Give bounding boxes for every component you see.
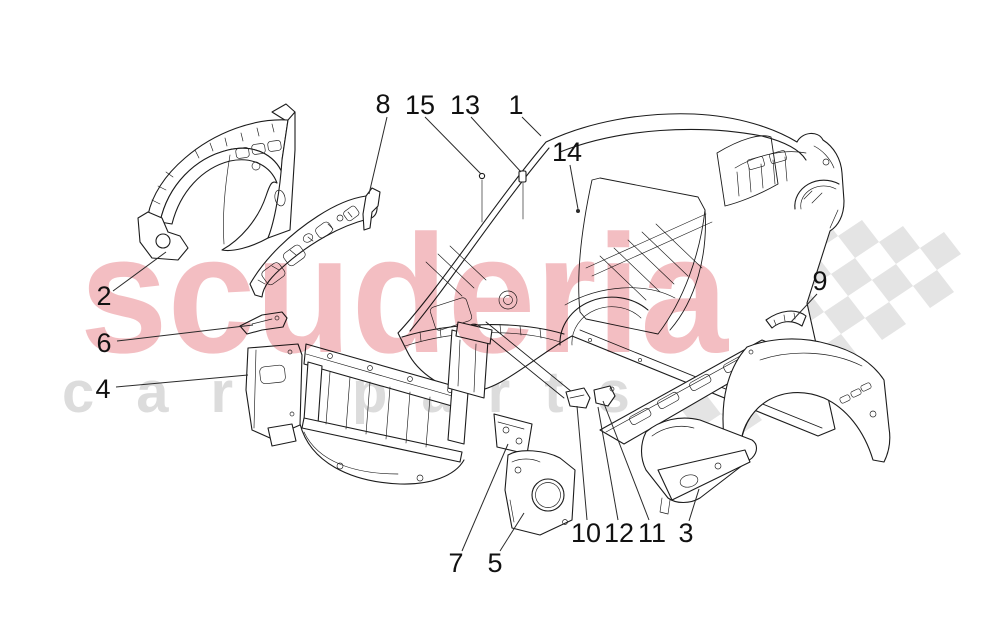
callout-14: 14 — [552, 137, 582, 167]
part-bodyshell — [397, 113, 845, 437]
part-front-wheelhouse — [137, 103, 296, 261]
callout-5: 5 — [487, 548, 502, 578]
callout-4: 4 — [95, 374, 110, 404]
callout-15: 15 — [405, 90, 435, 120]
watermark-brand-text: scuderia — [80, 200, 729, 388]
callout-12: 12 — [604, 518, 634, 548]
callout-2: 2 — [96, 281, 111, 311]
checkered-flag-cell — [913, 270, 954, 308]
checkered-flag-cell — [872, 264, 913, 302]
watermark-word-car: car — [62, 360, 275, 425]
checkered-flag-cell — [831, 258, 872, 296]
checkered-flag-cell — [879, 226, 920, 264]
checkered-flag-cell — [920, 232, 961, 270]
part-shelf-panel — [249, 187, 381, 298]
leader-lines — [112, 116, 818, 552]
callout-layer: 1 2 3 4 5 6 7 8 9 10 11 12 13 14 15 — [95, 89, 827, 578]
callout-8: 8 — [375, 89, 390, 119]
callout-10: 10 — [571, 518, 601, 548]
callout-3: 3 — [678, 518, 693, 548]
part-bracket-6 — [239, 311, 288, 335]
checkered-flag-cell — [824, 296, 865, 334]
callout-7: 7 — [448, 548, 463, 578]
part-fender-liner — [640, 417, 758, 515]
part-bracket-12 — [593, 385, 616, 407]
part-bracket-10 — [565, 387, 591, 409]
part-panel-4 — [245, 343, 303, 447]
callout-6: 6 — [96, 328, 111, 358]
part-strip-9 — [765, 310, 807, 329]
callout-1: 1 — [508, 90, 523, 120]
callout-9: 9 — [812, 266, 827, 296]
checkered-flag-cell — [838, 220, 879, 258]
callout-11: 11 — [638, 518, 666, 548]
part-clip-13 — [518, 170, 527, 220]
parts-lineart — [137, 103, 891, 536]
callout-13: 13 — [450, 90, 480, 120]
part-front-frame — [299, 321, 493, 485]
part-panel-5 — [504, 450, 576, 536]
part-clip-15 — [478, 172, 486, 223]
checkered-flag-cell — [865, 302, 906, 340]
